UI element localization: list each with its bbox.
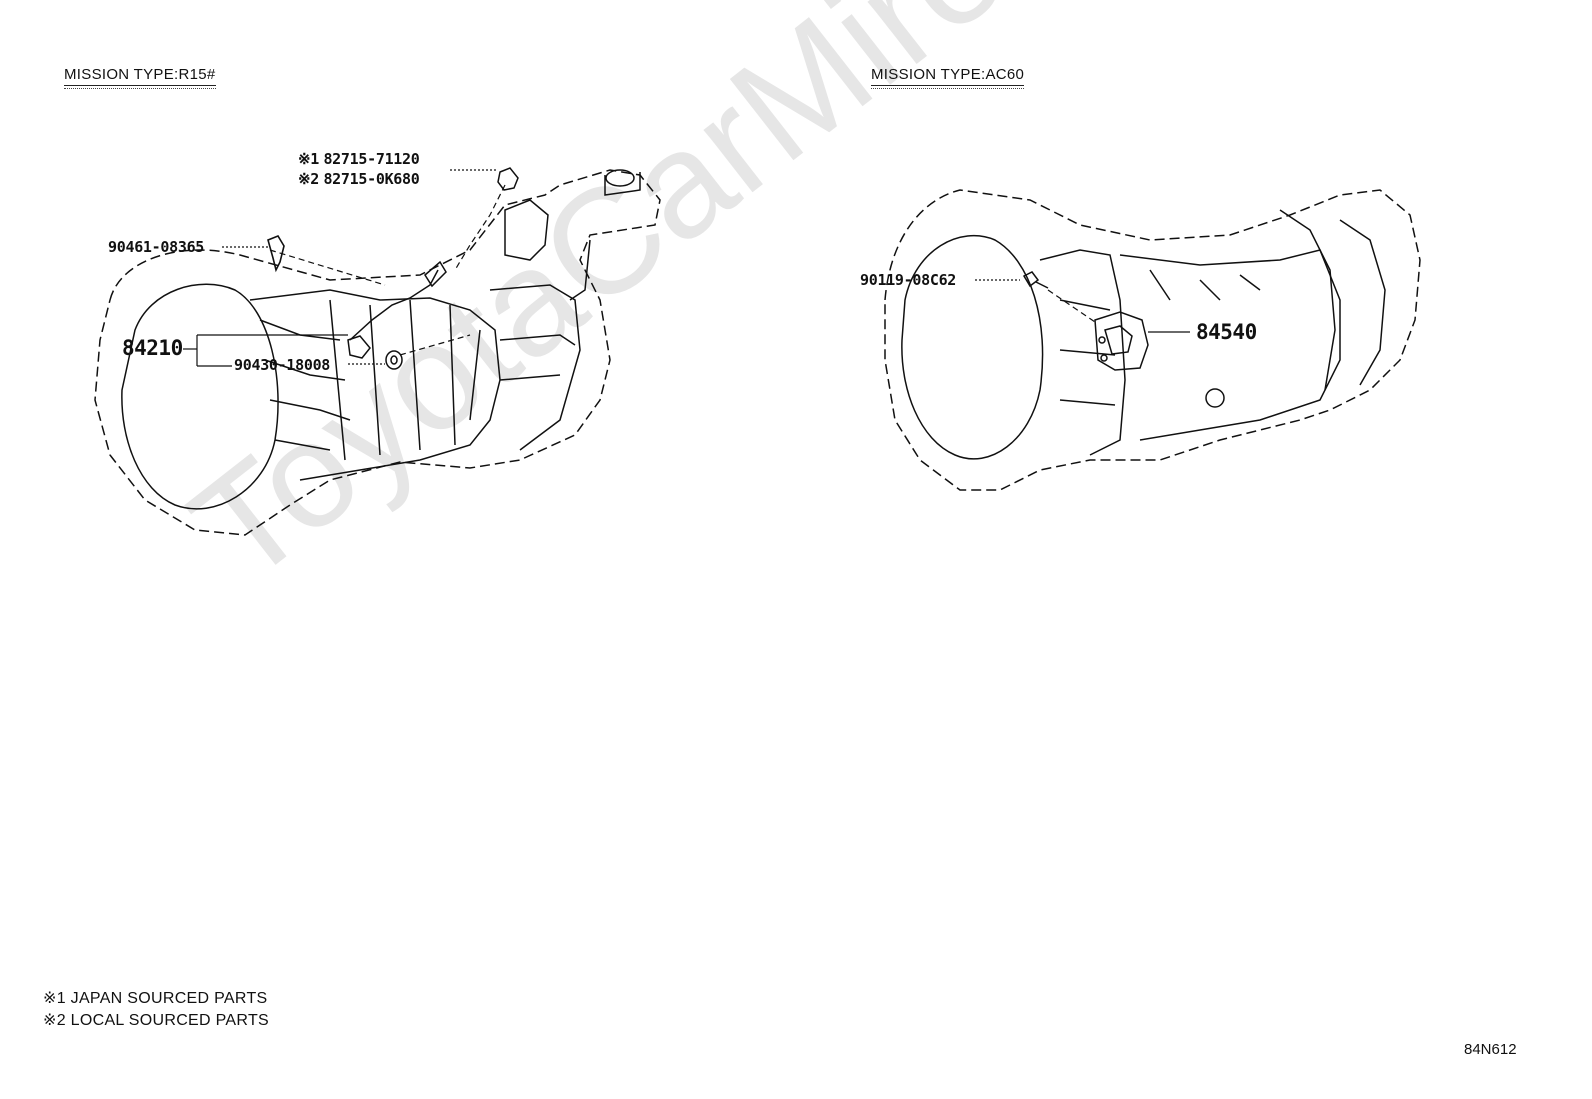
shift-switch-part xyxy=(1094,311,1149,371)
callout-82715-local[interactable]: ※2 82715-0K680 xyxy=(298,170,420,189)
callout-82715-japan[interactable]: ※1 82715-71120 xyxy=(298,150,420,169)
automatic-transmission-illustration xyxy=(884,189,1421,491)
diagram-code: 84N612 xyxy=(1464,1041,1517,1058)
callout-84210[interactable]: 84210 xyxy=(122,336,183,360)
callout-90461-08365[interactable]: 90461-08365 xyxy=(108,238,205,256)
protector-part xyxy=(497,167,519,191)
footnote-local: ※2 LOCAL SOURCED PARTS xyxy=(43,1012,269,1029)
part-number: 82715-71120 xyxy=(323,150,420,168)
speed-sensor-part xyxy=(347,260,447,359)
part-number: 82715-0K680 xyxy=(323,170,420,188)
gasket-part xyxy=(385,350,403,370)
footnote-japan: ※1 JAPAN SOURCED PARTS xyxy=(43,990,268,1007)
callout-90430-18008[interactable]: 90430-18008 xyxy=(234,356,331,374)
manual-transmission-illustration xyxy=(94,169,661,536)
callout-90119-08c62[interactable]: 90119-08C62 xyxy=(860,271,957,289)
section-heading-r15: MISSION TYPE:R15# xyxy=(64,66,216,89)
clip-part xyxy=(267,235,285,273)
callout-84540[interactable]: 84540 xyxy=(1196,320,1257,344)
bolt-part xyxy=(1022,271,1049,289)
japan-mark: ※1 xyxy=(298,150,319,168)
local-mark: ※2 xyxy=(298,170,319,188)
section-heading-ac60: MISSION TYPE:AC60 xyxy=(871,66,1025,89)
